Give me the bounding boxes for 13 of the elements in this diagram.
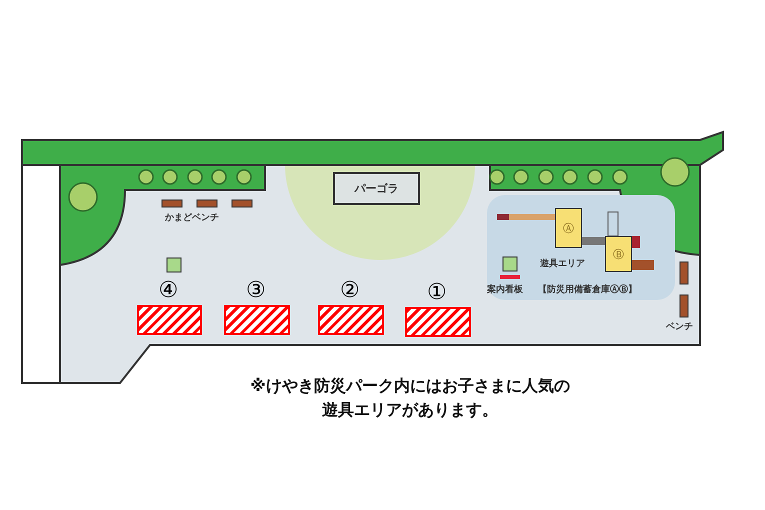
space-number: ③ (246, 280, 266, 302)
bench-label: かまどベンチ (165, 212, 219, 224)
bench-label: ベンチ (666, 321, 693, 333)
storage-label: 【防災用備蓄倉庫ⒶⒷ】 (538, 283, 637, 296)
storage-building: Ⓐ (555, 208, 582, 248)
sign-label: 案内看板 (487, 283, 523, 296)
pergola-box: パーゴラ (333, 172, 420, 205)
space-number: ④ (158, 280, 178, 302)
space-number: ② (340, 280, 360, 302)
space-number: ① (427, 282, 447, 304)
caption: ※けやき防災パーク内にはお子さまに人気の遊具エリアがあります。 (249, 375, 571, 421)
area-label: 遊具エリア (540, 258, 585, 270)
storage-building: Ⓑ (605, 236, 632, 272)
